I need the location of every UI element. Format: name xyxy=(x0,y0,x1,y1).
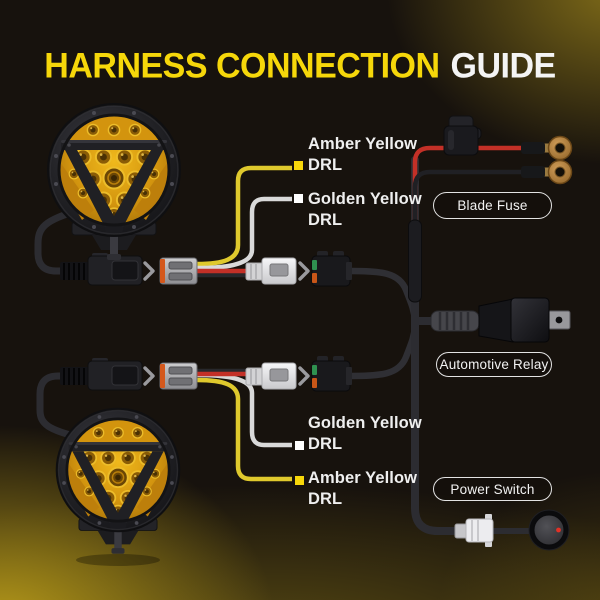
bottom-light-connector-chain xyxy=(60,356,352,392)
wire-amber-yellow-top xyxy=(196,165,292,267)
switch-red-indicator xyxy=(556,527,561,533)
wire-bullet-golden-bottom xyxy=(295,441,304,450)
wire-label-golden-bottom: Golden Yellow DRL xyxy=(308,414,422,453)
chevron-right-icon xyxy=(143,261,155,281)
wire-top-to-hub xyxy=(349,267,419,322)
strain-relief-boot xyxy=(60,367,90,385)
wire-bottom-to-hub xyxy=(349,325,419,380)
switch-inline-connector xyxy=(454,514,494,547)
ring-terminal-ground xyxy=(521,159,573,185)
wire-power-red xyxy=(412,145,541,226)
wire-amber-yellow-bottom xyxy=(196,377,292,482)
top-light-connector-chain xyxy=(60,251,352,287)
ring-terminal-positive xyxy=(521,135,573,161)
light-plug-connector xyxy=(87,253,143,286)
chevron-right-icon xyxy=(143,366,155,386)
automotive-relay xyxy=(430,297,571,343)
black-dt-connector xyxy=(311,356,352,392)
automotive-relay-label: Automotive Relay xyxy=(436,352,552,377)
wire-ground-black xyxy=(412,169,541,226)
wire-bottom-lamp xyxy=(36,372,83,442)
chevron-right-icon xyxy=(298,366,310,386)
round-led-driving-light-bottom xyxy=(56,408,181,554)
power-switch-button xyxy=(528,509,570,551)
wire-label-amber-bottom: Amber Yellow DRL xyxy=(308,469,418,508)
gray-dt-connector xyxy=(159,257,198,285)
strain-relief-boot xyxy=(60,262,90,280)
wire-top-lamp xyxy=(34,206,81,275)
blade-fuse-label: Blade Fuse xyxy=(433,192,552,219)
wire-bullet-amber-bottom xyxy=(295,476,304,485)
white-inline-connector xyxy=(245,257,297,285)
light-plug-connector xyxy=(87,358,143,391)
chevron-right-icon xyxy=(298,261,310,281)
page-title-rest: GUIDE xyxy=(450,46,557,86)
white-inline-connector xyxy=(245,362,297,390)
page-title: HARNESS CONNECTION GUIDE xyxy=(0,46,600,86)
wire-trunk xyxy=(411,156,460,535)
gray-dt-connector xyxy=(159,362,198,390)
lamp-shadow xyxy=(76,554,160,566)
blade-fuse-holder xyxy=(443,115,482,156)
wire-label-golden-top: Golden Yellow DRL xyxy=(308,190,422,229)
wire-bullet-amber-top xyxy=(294,161,303,170)
wire-label-amber-top: Amber Yellow DRL xyxy=(308,135,418,174)
black-dt-connector xyxy=(311,251,352,287)
wire-golden-yellow-top xyxy=(196,196,292,271)
trunk-heatshrink xyxy=(408,219,422,303)
round-led-driving-light-top xyxy=(47,103,181,260)
power-switch-label: Power Switch xyxy=(433,477,552,501)
wire-bullet-golden-top xyxy=(294,194,303,203)
page-title-accent: HARNESS CONNECTION xyxy=(44,46,440,86)
